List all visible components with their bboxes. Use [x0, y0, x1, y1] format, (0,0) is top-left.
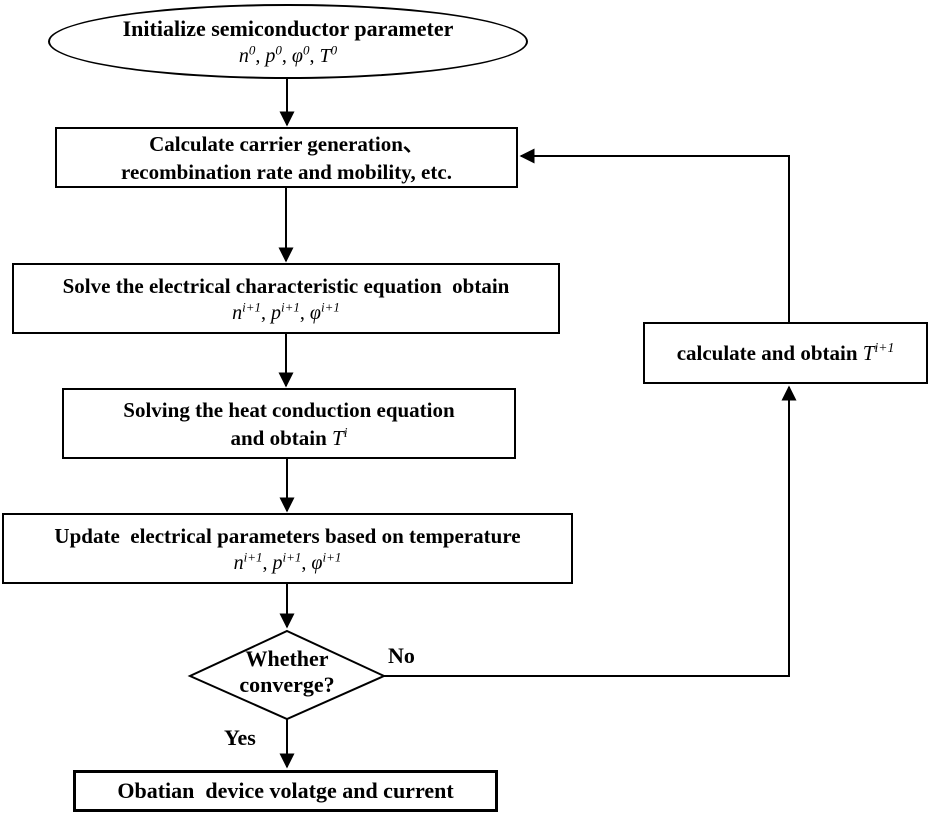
- no-label: No: [388, 643, 415, 668]
- arrow-tcalc-to-calc: [519, 148, 790, 322]
- update-formula: ni+1, pi+1, φi+1: [233, 548, 342, 574]
- calc-line2: recombination rate and mobility, etc.: [121, 159, 452, 184]
- arrow-no-to-tcalc: [384, 385, 797, 677]
- heat-line1: Solving the heat conduction equation: [123, 397, 455, 422]
- heat-box: Solving the heat conduction equation and…: [62, 388, 516, 459]
- heat-line2: and obtain Ti: [230, 424, 348, 450]
- update-line1: Update electrical parameters based on te…: [54, 523, 521, 548]
- start-formula: n0, p0, φ0, T0: [238, 41, 338, 67]
- solve-line1: Solve the electrical characteristic equa…: [62, 273, 510, 298]
- result-box: Obatian device volatge and current: [73, 770, 498, 812]
- solve-box: Solve the electrical characteristic equa…: [12, 263, 560, 334]
- calc-line1: Calculate carrier generation、: [149, 131, 424, 156]
- update-box: Update electrical parameters based on te…: [2, 513, 573, 584]
- decision-line2: converge?: [239, 672, 335, 697]
- result-title: Obatian device volatge and current: [117, 778, 454, 803]
- decision-diamond: [187, 629, 387, 721]
- calc-box: Calculate carrier generation、 recombinat…: [55, 127, 518, 188]
- decision-line1: Whether: [245, 646, 329, 671]
- decision-label: Whether converge?: [189, 646, 385, 698]
- start-title: Initialize semiconductor parameter: [122, 15, 454, 41]
- tcalc-box: calculate and obtain Ti+1: [643, 322, 928, 384]
- tcalc-content: calculate and obtain Ti+1: [676, 340, 895, 365]
- start-ellipse: Initialize semiconductor parameter n0, p…: [48, 4, 528, 79]
- yes-label: Yes: [224, 725, 256, 750]
- solve-formula: ni+1, pi+1, φi+1: [232, 298, 340, 324]
